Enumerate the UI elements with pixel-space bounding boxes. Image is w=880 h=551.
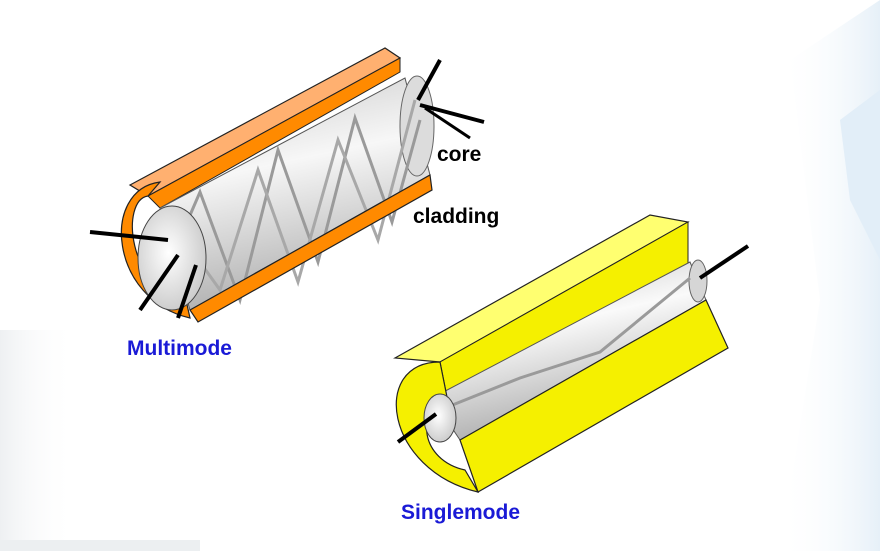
- singlemode-core-far-end: [688, 259, 708, 303]
- multimode-jacket-back: [147, 57, 401, 209]
- singlemode-jacket-bottom: [459, 299, 729, 493]
- multimode-input-ray-b: [138, 253, 180, 312]
- multimode-fiber-illustration: [89, 47, 485, 323]
- multimode-input-ray-a: [89, 230, 169, 242]
- singlemode-core-face: [423, 393, 457, 443]
- core-label: core: [437, 143, 482, 166]
- multimode-jacket-bottom: [189, 174, 433, 323]
- singlemode-cladding-face: [395, 361, 480, 493]
- bg-left-panel: [0, 330, 75, 551]
- multimode-ray-2: [168, 99, 417, 294]
- multimode-exit-ray-a: [416, 59, 442, 101]
- cladding-label: cladding: [413, 205, 500, 228]
- singlemode-label: Singlemode: [401, 501, 521, 524]
- multimode-label: Multimode: [127, 337, 232, 360]
- singlemode-output-ray: [698, 244, 750, 280]
- singlemode-ray: [439, 276, 691, 412]
- singlemode-fiber-illustration: [393, 214, 750, 493]
- singlemode-input-ray: [396, 412, 438, 444]
- multimode-input-ray-c: [176, 264, 198, 319]
- multimode-core-face: [137, 205, 207, 311]
- multimode-exit-ray-c: [424, 106, 471, 140]
- bg-bottom-strip: [0, 540, 200, 551]
- bg-right-facet: [840, 90, 880, 260]
- multimode-exit-ray-b: [419, 103, 485, 124]
